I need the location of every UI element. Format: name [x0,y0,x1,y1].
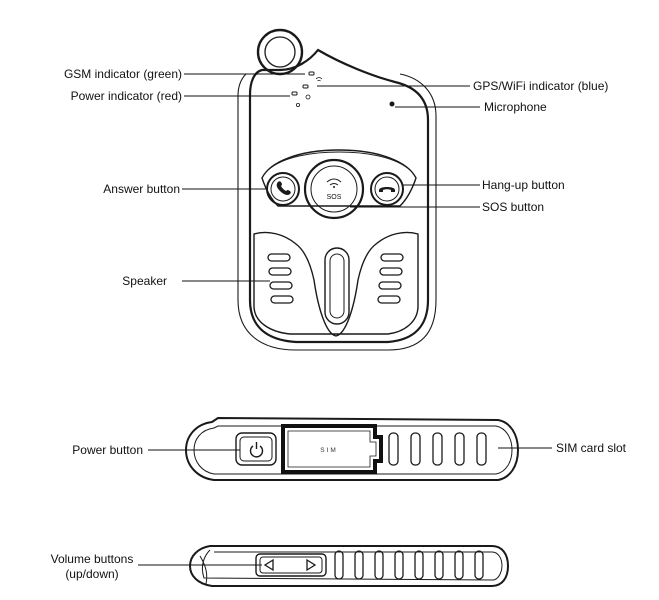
label-sim-card-slot: SIM card slot [556,441,627,455]
label-volume-updown: (up/down) [65,567,118,581]
button-panel-arc [267,151,411,171]
center-slot [324,247,350,325]
label-volume-buttons: Volume buttons [51,552,134,566]
power-button[interactable] [235,432,277,466]
gsm-indicator-light [308,71,315,76]
labels: GSM indicator (green) Power indicator (r… [51,67,627,581]
answer-button[interactable] [266,172,300,206]
device-front-view: SOS [237,28,437,351]
side2-body-inner [199,549,503,585]
sos-wifi-icon [326,178,342,188]
side-ribs [388,432,487,466]
device-body-outline [248,48,430,344]
label-microphone: Microphone [484,100,547,114]
microphone-hole [389,101,395,107]
label-sos-button: SOS button [482,200,544,214]
indicator-small-1 [305,94,311,100]
power-icon [249,442,264,458]
label-answer-button: Answer button [103,182,180,196]
lanyard-ring-inner [264,36,296,68]
side2-ribs [334,550,484,580]
device-side-view-sim: SIM [184,416,520,481]
gps-wifi-indicator-light [302,84,309,89]
label-power-button: Power button [72,443,143,457]
sos-button-text: SOS [327,194,342,201]
phone-answer-icon [276,181,291,195]
indicator-small-2 [295,103,300,108]
center-slot-inner [329,253,345,319]
device-body-inner-outline [237,73,437,351]
hangup-button[interactable] [370,172,404,206]
sos-button[interactable]: SOS [303,158,365,220]
device-side-view-volume [188,545,510,587]
label-gps-wifi-indicator: GPS/WiFi indicator (blue) [473,79,608,93]
callout-lines [138,73,552,566]
wifi-icon [315,77,323,82]
power-indicator-light [291,91,298,96]
label-power-indicator: Power indicator (red) [71,89,182,103]
side-body-outline [184,416,520,481]
sim-slot-text: SIM [320,447,338,454]
triangle-left-icon [263,558,274,572]
speaker-grille-right [377,253,404,304]
sim-slot-frame [281,424,383,474]
speaker-grille-left [267,253,294,304]
sim-slot-inner [287,430,377,468]
side-body-inner [193,425,513,475]
speaker-panel [253,231,419,337]
sim-card-slot[interactable]: SIM [281,424,383,474]
triangle-right-icon [306,558,317,572]
label-gsm-indicator: GSM indicator (green) [64,67,182,81]
label-hangup-button: Hang-up button [482,178,565,192]
phone-hangup-icon [379,187,395,192]
label-speaker: Speaker [122,274,167,288]
volume-buttons[interactable] [255,553,327,577]
